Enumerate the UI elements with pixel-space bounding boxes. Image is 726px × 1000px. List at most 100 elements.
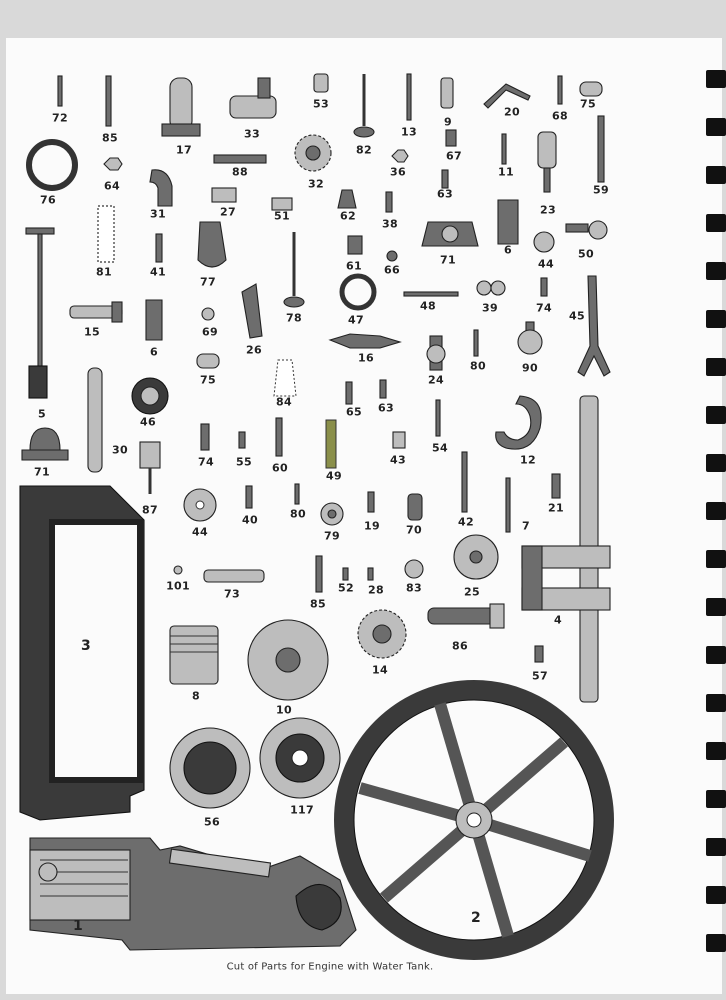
part-19 (367, 491, 375, 513)
part-36-nut (391, 149, 409, 163)
label-part-84: 84 (276, 395, 292, 409)
label-part-57: 57 (532, 669, 548, 683)
label-part-30: 30 (112, 443, 128, 457)
label-part-2: 2 (470, 910, 482, 926)
part-42-screw (461, 451, 468, 513)
label-part-71: 71 (440, 253, 456, 267)
label-part-10: 10 (276, 703, 292, 717)
label-part-117: 117 (290, 803, 314, 817)
binding-hole (706, 550, 726, 568)
label-part-55: 55 (236, 455, 252, 469)
part-79-hole (327, 509, 337, 519)
part-67 (445, 129, 457, 147)
part-16-rod (328, 333, 402, 349)
binding-hole (706, 502, 726, 520)
binding-hole (706, 598, 726, 616)
label-part-50: 50 (578, 247, 594, 261)
label-part-75-b: 75 (200, 373, 216, 387)
binding-hole (706, 790, 726, 808)
part-71-bearing-left (21, 427, 69, 461)
label-part-65: 65 (346, 405, 362, 419)
label-part-67: 67 (446, 149, 462, 163)
part-74-mid (200, 423, 210, 451)
label-part-54: 54 (432, 441, 448, 455)
binding-hole (706, 262, 726, 280)
label-part-48: 48 (420, 299, 436, 313)
part-80-top (473, 329, 479, 357)
label-part-62: 62 (340, 209, 356, 223)
label-part-16: 16 (358, 351, 374, 365)
label-part-60: 60 (272, 461, 288, 475)
label-part-71-b: 71 (34, 465, 50, 479)
label-part-81: 81 (96, 265, 112, 279)
label-part-44: 44 (538, 257, 554, 271)
label-part-8: 8 (192, 689, 200, 703)
label-part-53: 53 (313, 97, 329, 111)
part-6-mid (145, 299, 163, 341)
part-41 (155, 233, 163, 263)
label-part-72: 72 (52, 111, 68, 125)
label-part-49: 49 (326, 469, 342, 483)
label-part-82: 82 (356, 143, 372, 157)
binding-hole (706, 310, 726, 328)
part-57 (534, 645, 544, 663)
part-51 (271, 197, 293, 211)
label-part-6: 6 (504, 243, 512, 257)
part-56-center (183, 741, 237, 795)
label-part-46: 46 (140, 415, 156, 429)
label-part-44-b: 44 (192, 525, 208, 539)
part-24-valve (426, 335, 446, 371)
part-85-bottom (315, 555, 323, 593)
part-45-fork (577, 275, 611, 377)
label-part-27: 27 (220, 205, 236, 219)
label-part-59: 59 (593, 183, 609, 197)
label-part-28: 28 (368, 583, 384, 597)
part-65 (345, 381, 353, 405)
part-40 (245, 485, 253, 509)
label-part-87: 87 (142, 503, 158, 517)
part-87 (139, 441, 161, 494)
part-85-top (105, 75, 112, 127)
part-53 (313, 73, 329, 93)
label-part-80: 80 (470, 359, 486, 373)
label-part-69: 69 (202, 325, 218, 339)
part-21 (551, 473, 561, 499)
label-part-90: 90 (522, 361, 538, 375)
label-part-5: 5 (38, 407, 46, 421)
part-30-pipe (87, 367, 103, 473)
part-68 (557, 75, 563, 105)
label-part-70: 70 (406, 523, 422, 537)
binding-hole (706, 214, 726, 232)
part-74-top (540, 277, 548, 297)
part-32-hub (305, 145, 321, 161)
part-10-hub (275, 647, 301, 673)
part-61 (347, 235, 363, 255)
part-75-mid (196, 353, 220, 369)
part-46-bore (140, 386, 160, 406)
part-76-ring (26, 139, 78, 191)
label-part-15: 15 (84, 325, 100, 339)
label-part-21: 21 (548, 501, 564, 515)
part-6-top (497, 199, 519, 245)
label-part-9: 9 (444, 115, 452, 129)
part-26 (241, 283, 263, 339)
part-69 (201, 307, 215, 321)
label-part-11: 11 (498, 165, 514, 179)
part-82 (353, 74, 375, 138)
part-27 (211, 187, 237, 203)
label-part-25: 25 (464, 585, 480, 599)
part-31-elbow (149, 169, 173, 207)
part-1-base (29, 837, 357, 951)
part-90-valve (517, 321, 543, 355)
label-part-75: 75 (580, 97, 596, 111)
label-part-1: 1 (72, 918, 84, 934)
label-part-32: 32 (308, 177, 324, 191)
part-48 (403, 291, 459, 297)
label-part-76: 76 (40, 193, 56, 207)
part-80-bottom (294, 483, 300, 505)
part-38 (385, 191, 393, 213)
label-part-12: 12 (520, 453, 536, 467)
part-72 (57, 75, 63, 107)
part-44-bottom-hole (195, 500, 205, 510)
